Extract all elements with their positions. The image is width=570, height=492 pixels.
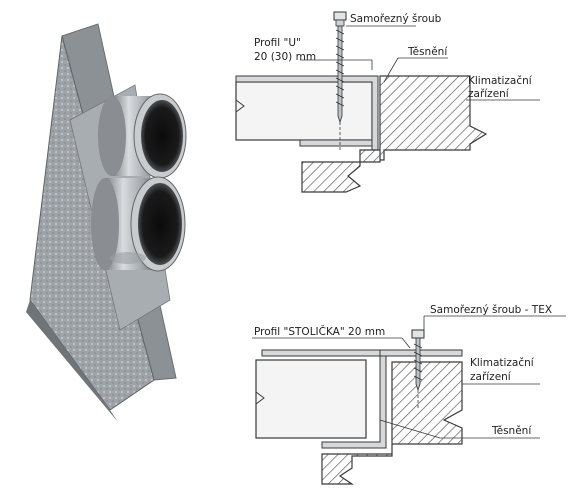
u-profile-label-line2: 20 (30) mm (254, 51, 316, 63)
unit-label-bottom-line2: zařízení (470, 371, 512, 383)
u-profile-mounting-diagram: Profil "U" 20 (30) mm Samořezný šroub Tě… (235, 11, 540, 193)
u-profile-label-line1: Profil "U" (254, 37, 301, 49)
stolicka-profile-label: Profil "STOLIČKA" 20 mm (254, 325, 385, 338)
screw-label-top: Samořezný šroub (350, 13, 442, 25)
unit-label-top-line1: Klimatizační (468, 75, 533, 87)
screw-label-bottom: Samořezný šroub - TEX (430, 304, 552, 316)
self-tapping-screw-tex (411, 329, 425, 410)
unit-label-bottom-line1: Klimatizační (470, 357, 535, 369)
self-tapping-screw (333, 11, 347, 150)
ac-unit-section (301, 75, 488, 193)
ceiling-panel-bottom (255, 359, 367, 439)
ceiling-panel (235, 81, 373, 141)
stolicka-profile-mounting-diagram: Samořezný šroub - TEX Profil "STOLIČKA" … (252, 304, 566, 485)
lower-spigot (91, 176, 186, 272)
unit-label-top-line2: zařízení (468, 88, 510, 100)
air-distribution-box-photo (26, 23, 187, 422)
upper-spigot (98, 93, 187, 179)
ac-unit-section-bottom (321, 361, 463, 485)
seal-label-top: Těsnění (407, 46, 448, 58)
seal-label-bottom: Těsnění (491, 425, 532, 437)
stolicka-profile (261, 349, 387, 449)
